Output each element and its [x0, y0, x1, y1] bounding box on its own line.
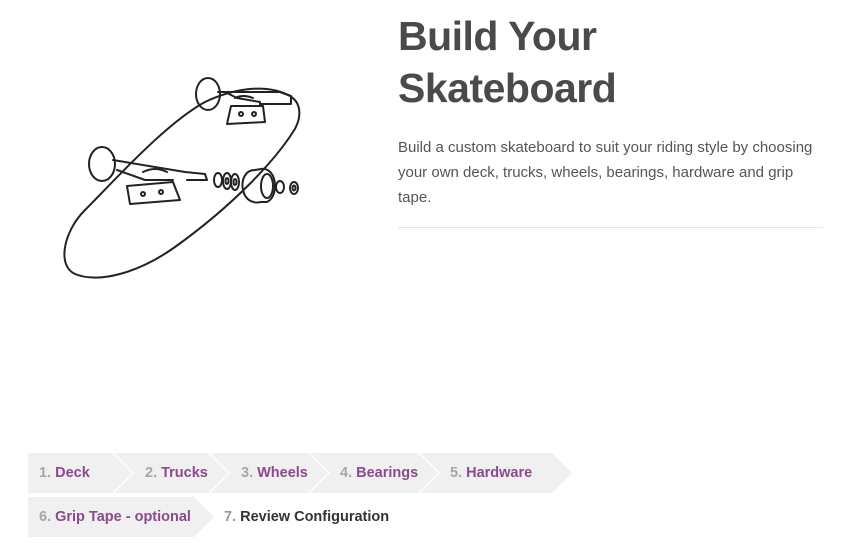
step-label: Deck: [55, 465, 90, 481]
step-number: 2.: [145, 465, 158, 481]
step-label: Trucks: [161, 465, 208, 481]
step-grip-tape[interactable]: 6. Grip Tape - optional: [28, 497, 214, 537]
rear-truck: [195, 77, 292, 125]
page-title: Build Your Skateboard: [398, 13, 617, 111]
configuration-steps: 1. Deck 2. Trucks 3. Wheels 4. Bearings …: [28, 453, 828, 541]
step-label: Bearings: [356, 465, 419, 481]
step-deck[interactable]: 1. Deck: [28, 453, 132, 493]
skateboard-illustration: [55, 62, 315, 292]
front-truck: [88, 146, 208, 205]
step-number: 7.: [224, 509, 237, 525]
step-bearings[interactable]: 4. Bearings: [310, 453, 438, 493]
steps-row-2: 6. Grip Tape - optional 7. Review Config…: [28, 497, 828, 537]
product-info: Build Your Skateboard Build a custom ska…: [398, 10, 823, 228]
step-label: Review Configuration: [240, 509, 390, 525]
steps-row-1: 1. Deck 2. Trucks 3. Wheels 4. Bearings …: [28, 453, 828, 493]
step-review-configuration[interactable]: 7. Review Configuration: [210, 497, 430, 537]
step-number: 6.: [39, 509, 52, 525]
step-number: 3.: [241, 465, 254, 481]
loose-bearings: [213, 172, 240, 191]
step-number: 4.: [340, 465, 353, 481]
product-description: Build a custom skateboard to suit your r…: [398, 135, 823, 228]
step-number: 5.: [450, 465, 463, 481]
step-label: Grip Tape - optional: [55, 509, 191, 525]
step-hardware[interactable]: 5. Hardware: [420, 453, 572, 493]
step-label: Wheels: [257, 465, 308, 481]
loose-wheel: [241, 167, 276, 204]
loose-nuts: [275, 180, 299, 195]
step-number: 1.: [39, 465, 52, 481]
step-label: Hardware: [466, 465, 533, 481]
